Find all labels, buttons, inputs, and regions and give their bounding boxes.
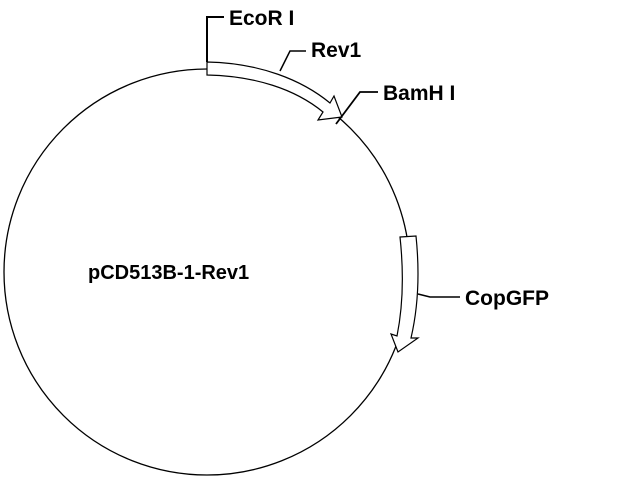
feature-label-copgfp: CopGFP bbox=[465, 287, 549, 310]
feature-leader-rev1 bbox=[279, 50, 306, 72]
site-label-bamhi: BamH I bbox=[383, 82, 455, 105]
site-marker-ecori bbox=[206, 16, 224, 62]
feature-label-rev1: Rev1 bbox=[311, 39, 362, 62]
plasmid-name: pCD513B-1-Rev1 bbox=[88, 262, 249, 284]
feature-arrow-copgfp bbox=[389, 235, 420, 353]
feature-leader-copgfp bbox=[417, 293, 460, 298]
site-marker-bamhi bbox=[335, 91, 378, 125]
site-label-ecori: EcoR I bbox=[229, 7, 294, 30]
feature-arrow-rev1 bbox=[206, 61, 343, 121]
